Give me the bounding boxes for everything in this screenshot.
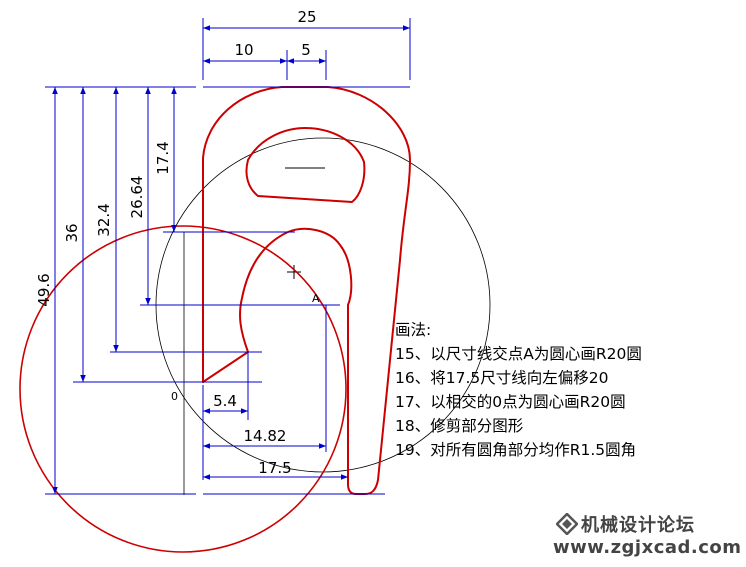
note-step-19: 19、对所有圆角部分均作R1.5圆角 (395, 441, 637, 459)
note-step-16: 16、将17.5尺寸线向左偏移20 (395, 369, 609, 387)
drawing-notes: 画法: 15、以尺寸线交点A为圆心画R20圆 16、将17.5尺寸线向左偏移20… (395, 318, 642, 462)
lower-construction-arc (19, 225, 347, 553)
dim-5: 5 (301, 41, 311, 59)
dim-14-82: 14.82 (244, 427, 287, 445)
watermark-site-name: 机械设计论坛 (581, 515, 695, 536)
note-step-17: 17、以相交的0点为圆心画R20圆 (395, 393, 626, 411)
dimension-labels: 25 10 5 49.6 36 32.4 26.64 17.4 5.4 14.8… (35, 8, 317, 477)
point-a-label: A (312, 292, 320, 305)
dim-17-5: 17.5 (258, 459, 291, 477)
part-profile (19, 86, 411, 553)
dim-36: 36 (63, 223, 81, 242)
dim-10: 10 (234, 41, 253, 59)
diamond-logo-icon (556, 513, 578, 535)
extension-lines (45, 18, 411, 495)
dimension-lines (52, 25, 410, 494)
note-step-15: 15、以尺寸线交点A为圆心画R20圆 (395, 345, 642, 363)
dim-32-4: 32.4 (95, 203, 113, 236)
dim-25: 25 (297, 8, 316, 26)
point-o-label: 0 (171, 390, 178, 403)
dim-17-4: 17.4 (154, 141, 172, 174)
watermark-url: www.zgjxcad.com (553, 537, 742, 558)
dim-49-6: 49.6 (35, 273, 53, 306)
dim-5-4: 5.4 (213, 392, 237, 410)
note-step-18: 18、修剪部分图形 (395, 417, 524, 435)
site-watermark: 机械设计论坛 www.zgjxcad.com (553, 511, 743, 561)
upper-slot (245, 127, 366, 203)
dim-26-64: 26.64 (128, 176, 146, 219)
notes-heading: 画法: (395, 321, 432, 339)
